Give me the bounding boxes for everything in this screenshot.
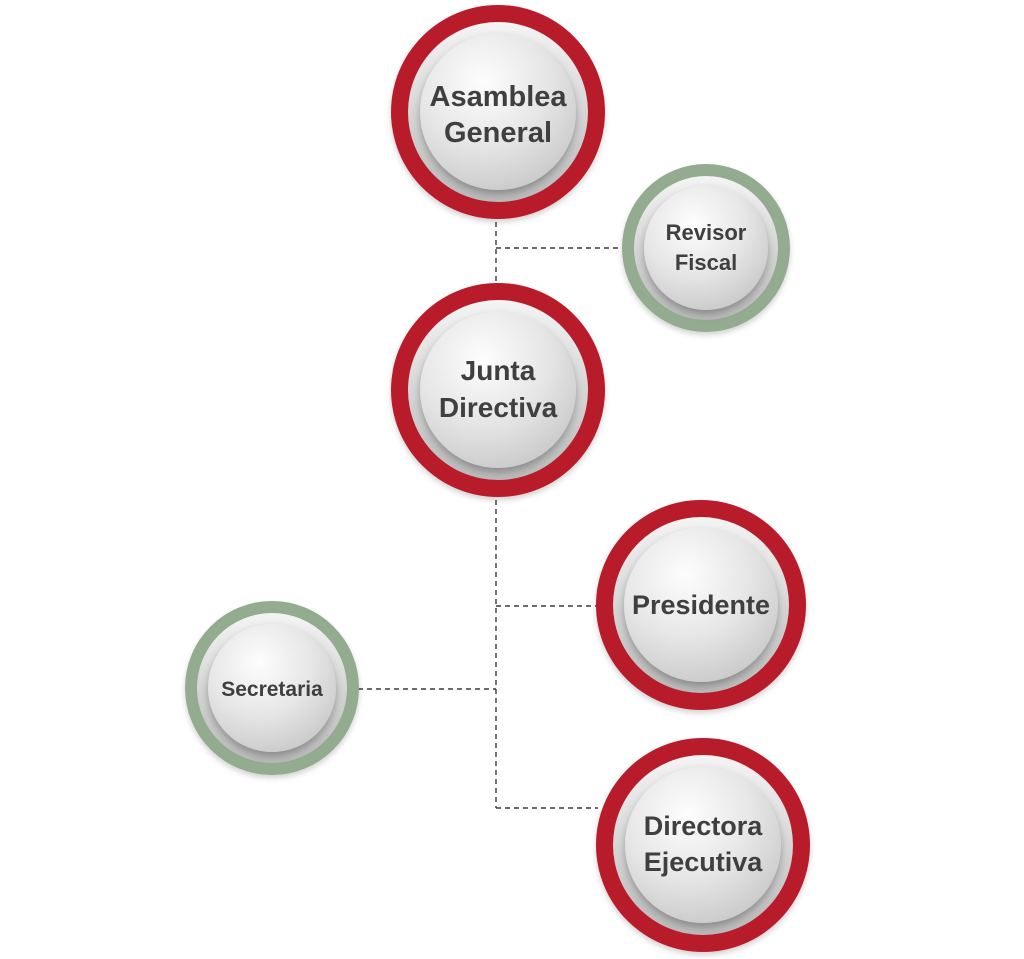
node-label-line1: Asamblea xyxy=(429,81,567,113)
node-revisor-fiscal: Revisor Fiscal xyxy=(622,164,790,332)
node-label-line1: Revisor xyxy=(666,220,747,245)
node-junta-directiva: Junta Directiva xyxy=(391,283,605,497)
node-label-line2: Fiscal xyxy=(675,250,737,275)
connectors xyxy=(358,222,624,809)
node-presidente: Presidente xyxy=(596,500,806,710)
node-directora-ejecutiva: Directora Ejecutiva xyxy=(596,738,810,952)
inner-disc xyxy=(644,186,768,310)
node-asamblea-general: Asamblea General xyxy=(391,5,605,219)
inner-disc xyxy=(420,34,576,190)
node-label-line2: Directiva xyxy=(439,392,558,423)
node-label-line2: Ejecutiva xyxy=(644,847,764,877)
node-label-line1: Secretaria xyxy=(221,678,323,701)
node-label-line1: Junta xyxy=(461,355,536,386)
inner-disc xyxy=(208,624,336,752)
inner-disc xyxy=(624,528,778,682)
inner-disc xyxy=(420,312,576,468)
node-label-line1: Directora xyxy=(644,811,764,841)
node-secretaria: Secretaria xyxy=(185,601,359,775)
inner-disc xyxy=(625,767,781,923)
node-label-line2: General xyxy=(444,117,552,149)
node-label-line1: Presidente xyxy=(632,590,770,620)
